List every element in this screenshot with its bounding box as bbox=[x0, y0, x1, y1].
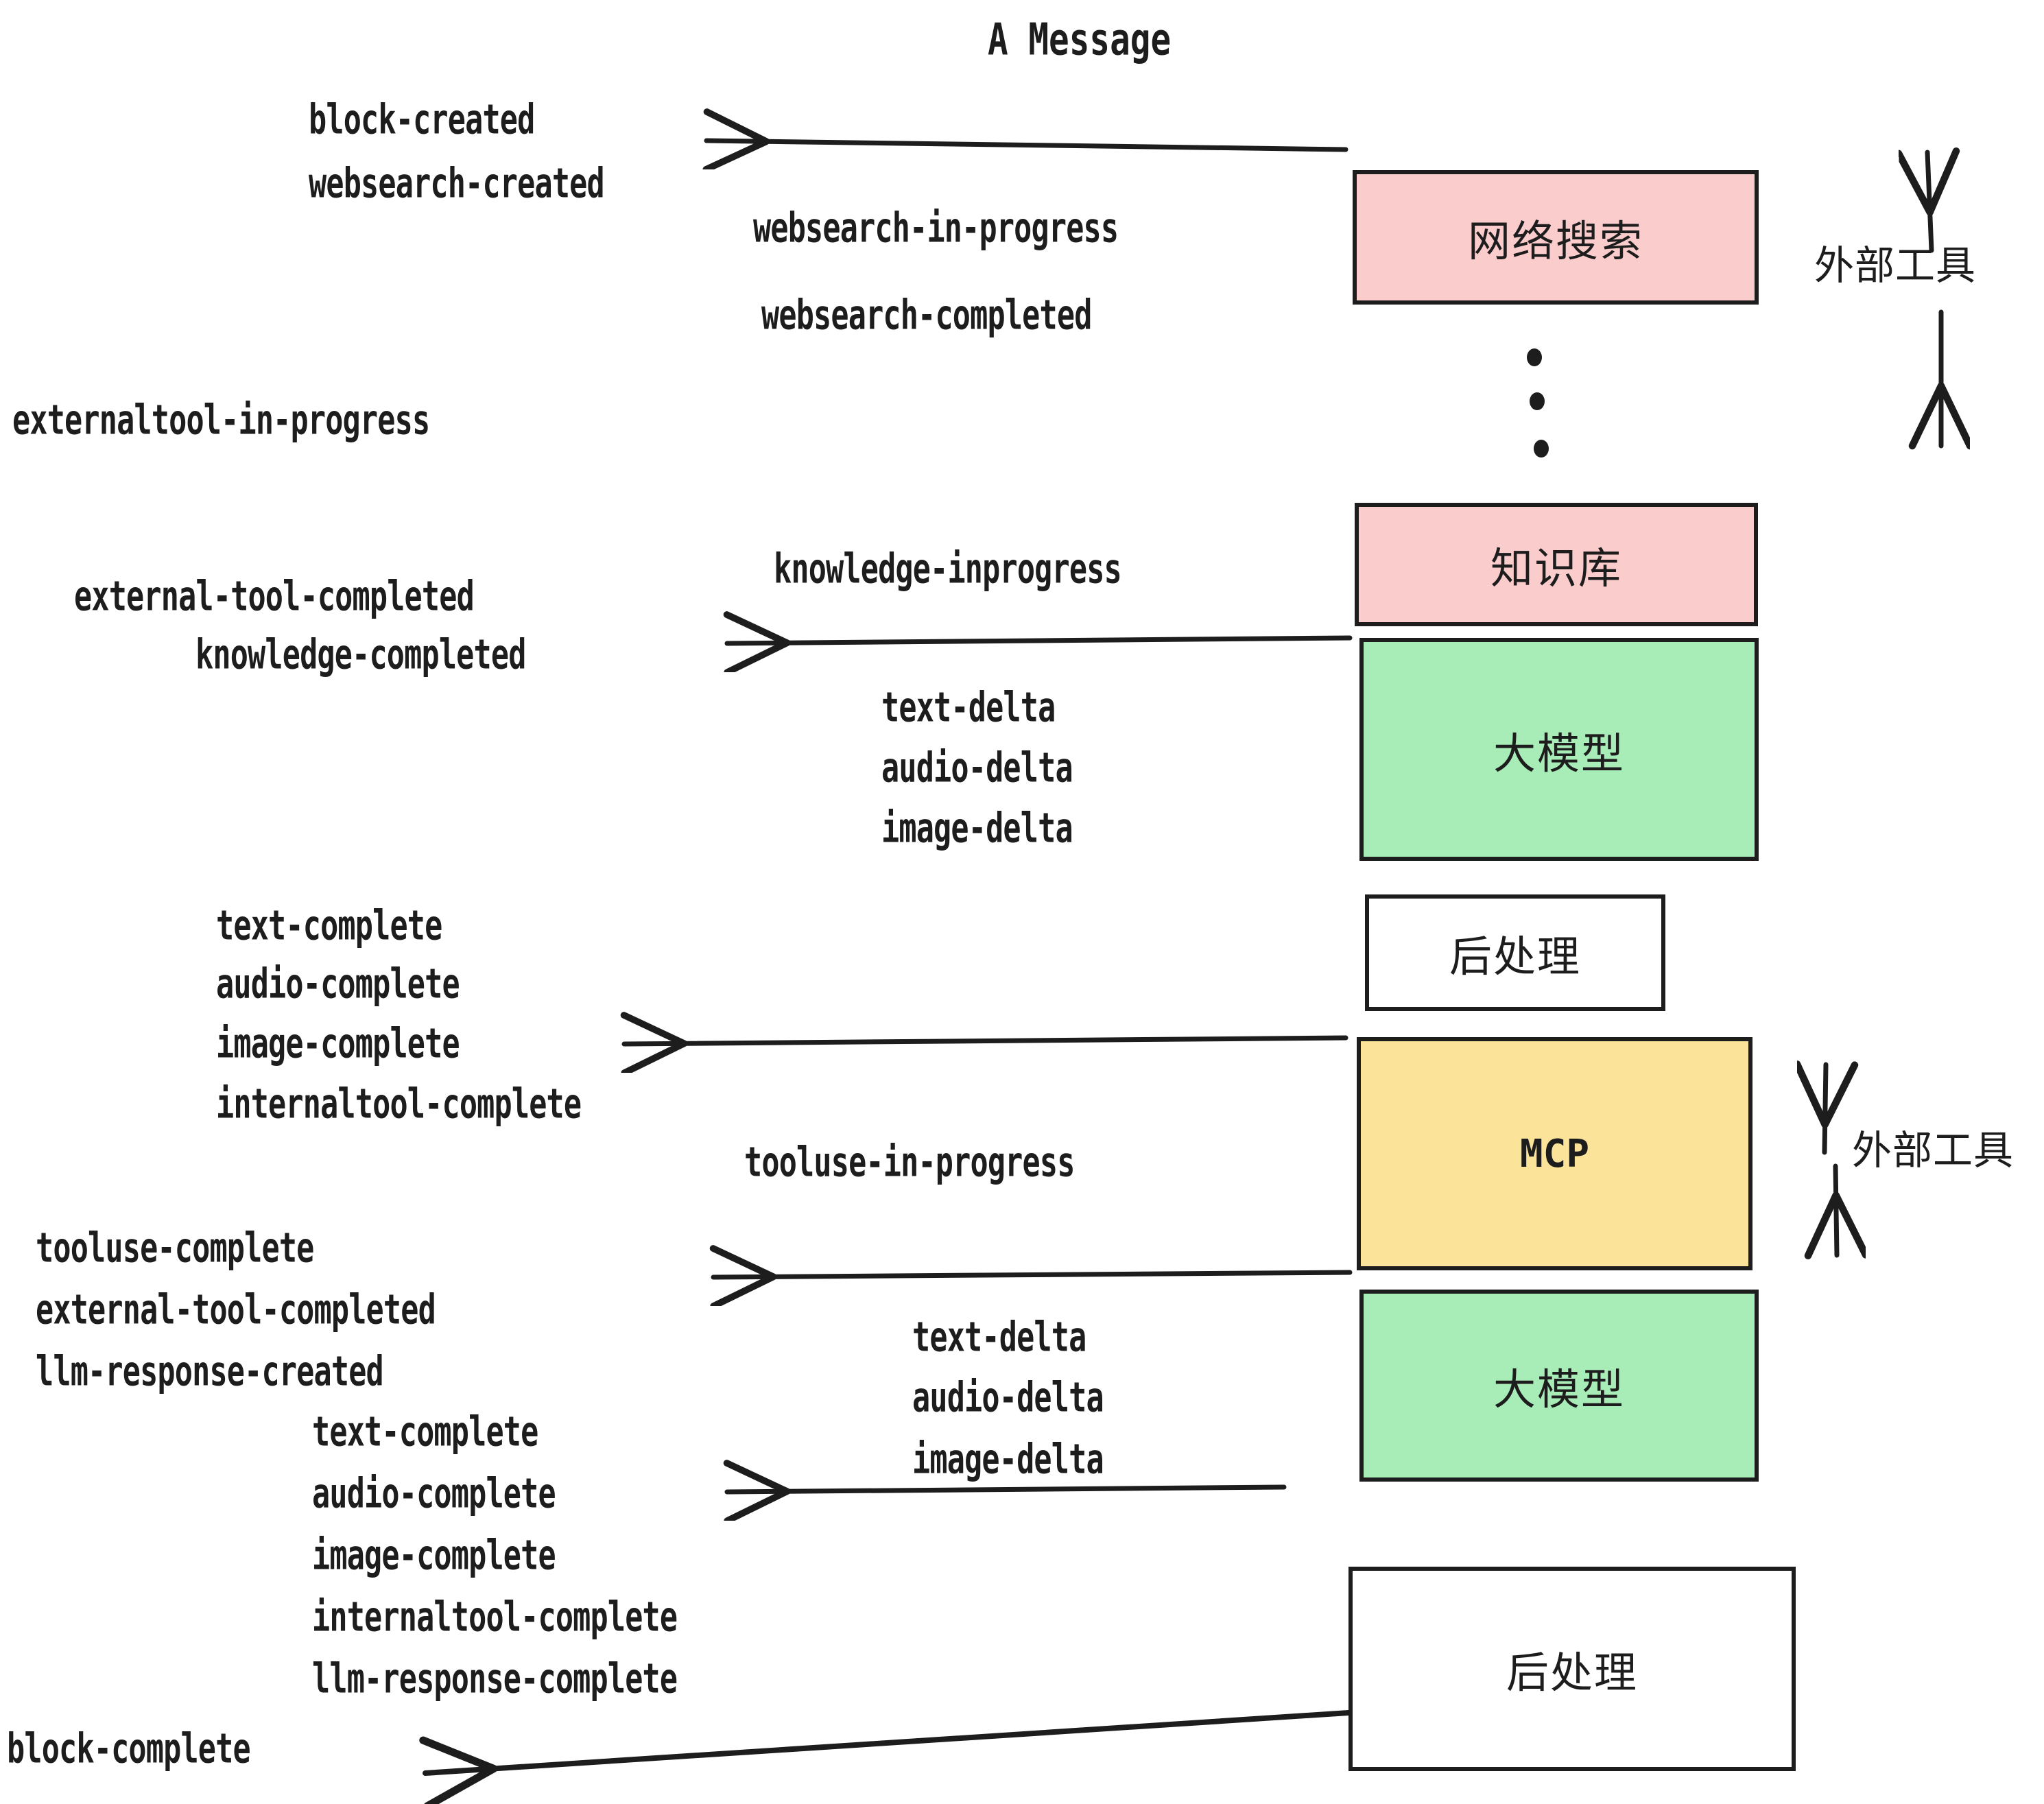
event-knowledge-inprogress: knowledge-inprogress bbox=[774, 545, 1122, 593]
event-text-complete-2: text-complete bbox=[312, 1408, 538, 1456]
event-image-complete-2: image-complete bbox=[312, 1532, 556, 1579]
box-mcp-label: MCP bbox=[1519, 1131, 1590, 1176]
bracket-top-text: 外部工具 bbox=[1814, 242, 1977, 289]
event-knowledge-completed: knowledge-completed bbox=[195, 631, 526, 678]
bracket-label-external-tools-bottom: 外部工具 bbox=[1852, 1118, 2014, 1176]
event-internaltool-complete-1: internaltool-complete bbox=[216, 1080, 582, 1128]
event-websearch-created: websearch-created bbox=[309, 160, 605, 207]
arrow-mcp-to-tooluse-complete bbox=[713, 1272, 1353, 1277]
event-block-complete: block-complete bbox=[7, 1725, 251, 1772]
box-llm-top[interactable]: 大模型 bbox=[1359, 638, 1759, 861]
ellipsis-dot-1 bbox=[1527, 348, 1542, 366]
event-text-delta-1: text-delta bbox=[881, 684, 1056, 731]
box-knowledge-label: 知识库 bbox=[1490, 543, 1622, 593]
bracket-arrow-bottom-up bbox=[1825, 1065, 1826, 1155]
page-title: A Message bbox=[988, 14, 1172, 65]
event-text-complete-1: text-complete bbox=[216, 902, 442, 949]
event-block-created: block-created bbox=[309, 96, 535, 143]
event-llm-response-created: llm-response-created bbox=[36, 1348, 384, 1395]
event-tooluse-in-progress: tooluse-in-progress bbox=[744, 1139, 1075, 1186]
event-tooluse-complete: tooluse-complete bbox=[36, 1224, 314, 1272]
bracket-label-external-tools-top: 外部工具 bbox=[1814, 233, 1976, 291]
event-audio-complete-1: audio-complete bbox=[216, 960, 460, 1008]
arrow-llm-top-to-image-complete bbox=[624, 1038, 1348, 1044]
event-audio-delta-2: audio-delta bbox=[912, 1374, 1104, 1421]
event-image-delta-2: image-delta bbox=[912, 1436, 1104, 1483]
box-mcp[interactable]: MCP bbox=[1357, 1037, 1752, 1270]
arrow-knowledge-to-knowledge-completed bbox=[727, 638, 1353, 643]
bracket-bottom-text: 外部工具 bbox=[1852, 1127, 2015, 1174]
event-external-tool-completed-1: external-tool-completed bbox=[74, 573, 475, 620]
event-websearch-in-progress: websearch-in-progress bbox=[753, 204, 1119, 252]
box-llm-bottom-label: 大模型 bbox=[1493, 1364, 1625, 1414]
box-postprocess-top-label: 后处理 bbox=[1449, 931, 1581, 982]
box-llm-top-label: 大模型 bbox=[1493, 728, 1625, 779]
arrow-postprocess-bottom-to-block-complete bbox=[425, 1710, 1351, 1773]
event-external-tool-completed-2: external-tool-completed bbox=[36, 1286, 436, 1333]
box-llm-bottom[interactable]: 大模型 bbox=[1359, 1290, 1759, 1482]
ellipsis-dot-3 bbox=[1534, 440, 1549, 458]
event-llm-response-complete: llm-response-complete bbox=[312, 1655, 678, 1702]
event-audio-complete-2: audio-complete bbox=[312, 1470, 556, 1517]
event-text-delta-2: text-delta bbox=[912, 1314, 1086, 1361]
box-postprocess-bottom[interactable]: 后处理 bbox=[1348, 1567, 1796, 1771]
bracket-arrow-bottom-down bbox=[1835, 1163, 1837, 1255]
box-postprocess-top[interactable]: 后处理 bbox=[1365, 894, 1665, 1011]
arrow-llm-bottom-to-audio-complete bbox=[727, 1487, 1287, 1492]
event-websearch-completed: websearch-completed bbox=[761, 292, 1092, 339]
box-websearch[interactable]: 网络搜索 bbox=[1353, 170, 1759, 305]
event-image-complete-1: image-complete bbox=[216, 1020, 460, 1067]
ellipsis-dot-2 bbox=[1530, 392, 1545, 410]
event-internaltool-complete-2: internaltool-complete bbox=[312, 1593, 678, 1641]
event-externaltool-in-progress: externaltool-in-progress bbox=[12, 396, 430, 444]
box-postprocess-bottom-label: 后处理 bbox=[1506, 1648, 1638, 1698]
arrow-websearch-to-block-created bbox=[706, 141, 1348, 150]
event-audio-delta-1: audio-delta bbox=[881, 744, 1073, 792]
box-websearch-label: 网络搜索 bbox=[1467, 216, 1643, 266]
box-knowledge[interactable]: 知识库 bbox=[1355, 503, 1758, 626]
event-image-delta-1: image-delta bbox=[881, 805, 1073, 852]
